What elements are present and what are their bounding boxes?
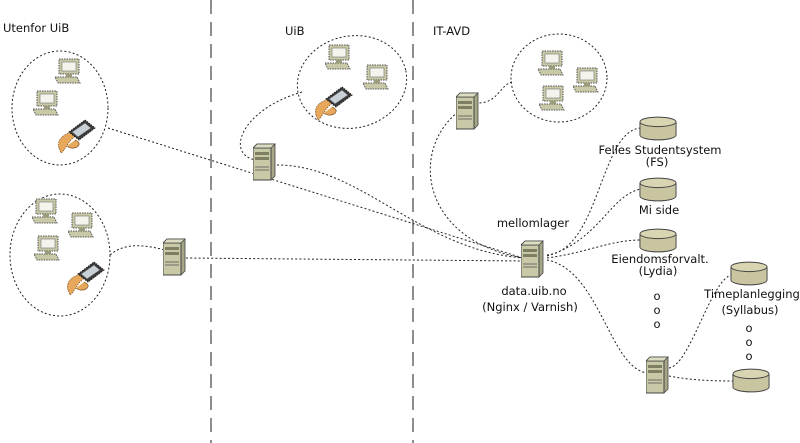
zone-label-outside: Utenfor UiB — [3, 21, 69, 35]
computer-icon — [33, 235, 60, 261]
database-icon — [732, 368, 770, 393]
system-sublabel-lydia: (Lydia) — [639, 264, 678, 278]
computer-icon — [538, 85, 565, 111]
cache-host: data.uib.no — [501, 284, 566, 298]
connection-itavd-group-to-server — [477, 81, 513, 104]
server-icon — [646, 356, 669, 394]
connection-cache-to-backend — [546, 259, 649, 374]
ellipsis-dot: o — [653, 289, 660, 303]
handheld-icon — [57, 119, 96, 154]
cache-software: (Nginx / Varnish) — [482, 300, 578, 314]
ellipsis-dot: o — [745, 349, 752, 363]
system-label-fs: Felles Studentsystem — [598, 143, 721, 157]
ellipsis-dot: o — [745, 321, 752, 335]
server-icon — [253, 143, 276, 181]
connection-uib-server-to-cache — [276, 164, 524, 259]
system-sublabel-syllabus: (Syllabus) — [721, 303, 778, 317]
computer-icon — [572, 67, 599, 93]
computer-icon — [324, 44, 351, 70]
system-label-mi-side: Mi side — [639, 203, 679, 217]
client-group-uib — [296, 35, 408, 129]
computer-icon — [67, 212, 94, 238]
client-group-itavd — [510, 33, 608, 123]
connection-outside-bottom-proxy — [109, 245, 166, 256]
connection-itavd-server-to-cache — [429, 111, 524, 259]
connection-backend-to-db — [668, 375, 734, 382]
database-icon — [639, 228, 677, 253]
computer-icon — [31, 198, 58, 224]
server-icon — [456, 92, 479, 130]
zone-label-itavd: IT-AVD — [433, 24, 470, 38]
ellipsis-dot: o — [653, 303, 660, 317]
database-icon — [639, 116, 677, 141]
client-group-outside-bottom — [9, 193, 111, 317]
connection-cache-to-mi-side — [546, 188, 642, 257]
computer-icon — [537, 50, 564, 76]
zone-label-uib: UiB — [285, 24, 305, 38]
computer-icon — [362, 64, 389, 90]
database-icon — [639, 177, 677, 202]
system-label-syllabus: Timeplanlegging — [703, 287, 800, 301]
connection-cache-to-fs — [546, 127, 642, 256]
computer-icon — [32, 90, 59, 116]
handheld-icon — [66, 261, 105, 296]
handheld-icon — [314, 86, 353, 121]
ellipsis-dot: o — [745, 335, 752, 349]
server-icon — [163, 238, 186, 276]
database-icon — [730, 261, 768, 286]
system-label-lydia: Eiendomsforvalt. — [611, 252, 708, 266]
client-group-outside-top — [11, 50, 109, 166]
cache-server-icon — [521, 240, 544, 278]
connection-proxy-to-cache — [185, 257, 524, 262]
system-sublabel-fs: (FS) — [646, 155, 669, 169]
connection-backend-to-syllabus — [668, 274, 732, 369]
cache-label: mellomlager — [497, 216, 570, 230]
computer-icon — [54, 58, 81, 84]
ellipsis-dot: o — [653, 317, 660, 331]
connection-outside-top-to-cache — [107, 127, 524, 259]
